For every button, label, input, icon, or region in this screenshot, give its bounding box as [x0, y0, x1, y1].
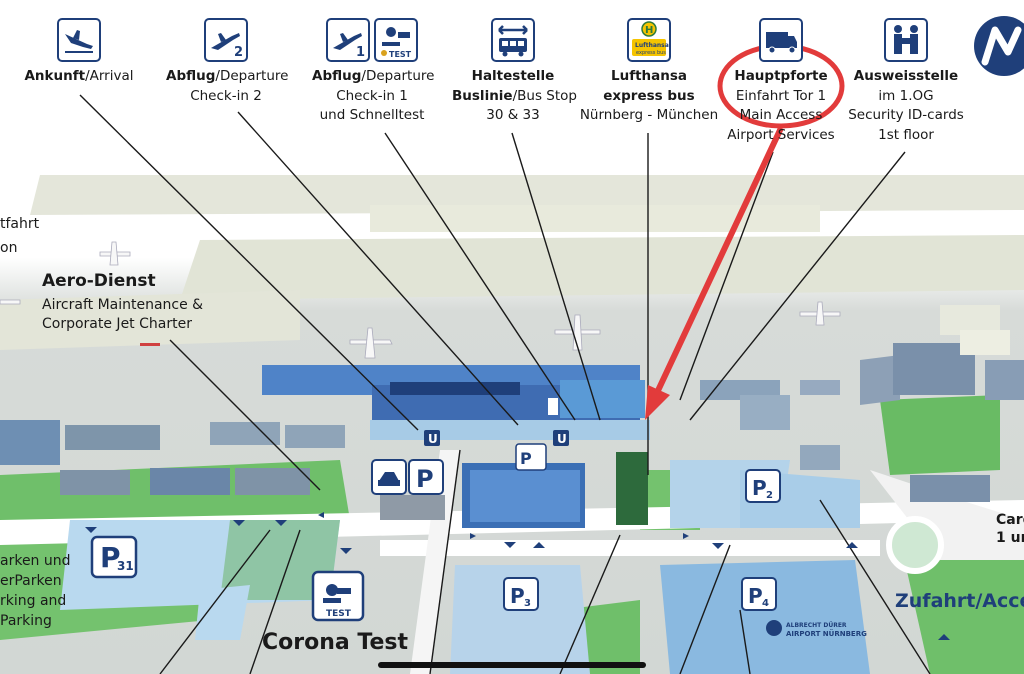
left-cut-line-1: tfahrt — [0, 216, 40, 232]
departure-2-icon: 2 — [204, 18, 248, 62]
id-card-office-icon — [884, 18, 928, 62]
aero-dienst-title: Aero-Dienst — [42, 271, 156, 291]
legend-main-access-line-3: Airport Services — [727, 126, 835, 143]
express-bus-icon-label: express bus — [636, 50, 666, 56]
p-car-rental-letter: P — [416, 465, 434, 493]
legend-main-access-bold: Hauptpforte — [734, 68, 828, 84]
airport-logo-line-1: ALBRECHT DÜRER — [786, 622, 847, 629]
left-cut-label: tfahrt on — [0, 214, 39, 258]
legend-arrival-rest: /Arrival — [85, 68, 134, 84]
corona-test-label: Corona Test — [262, 630, 409, 655]
legend-bus-stop-line: 30 & 33 — [486, 107, 540, 123]
cargo-label: Carg 1 un — [996, 512, 1024, 546]
airport-logo-line-2: AIRPORT NÜRNBERG — [786, 629, 867, 638]
p4-letter: P — [748, 584, 763, 608]
p-small-letter: P — [520, 449, 532, 468]
parken-line-1: arken und — [0, 553, 71, 569]
legend-id-office-line-1: im 1.OG — [878, 87, 934, 104]
parken-line-4: Parking — [0, 613, 52, 629]
legend-arrival-bold: Ankunft — [24, 68, 86, 84]
home-indicator[interactable] — [378, 662, 646, 668]
legend-bus-stop: Haltestelle Buslinie/Bus Stop 30 & 33 — [452, 18, 577, 126]
legend-arrival: Ankunft/Arrival — [24, 18, 134, 87]
p31-letter: P — [100, 541, 121, 574]
p31-number: 31 — [117, 559, 134, 573]
legend-departure-1-rest: /Departure — [361, 68, 435, 84]
departure-2-number: 2 — [234, 45, 243, 60]
left-cut-line-2: on — [0, 240, 18, 256]
legend-lufthansa-bold-1: Lufthansa — [610, 68, 688, 84]
parken-label: arken und erParken rking and Parking — [0, 551, 71, 631]
legend-lufthansa-line: Nürnberg - München — [579, 107, 719, 123]
aero-dienst-subtitle: Aircraft Maintenance & Corporate Jet Cha… — [42, 296, 203, 334]
legend-bus-stop-bold-1: Haltestelle — [471, 68, 555, 84]
legend-bus-stop-rest: /Bus Stop — [512, 87, 577, 104]
corona-test-sign: TEST — [311, 570, 365, 622]
cargo-line-1: Carg — [996, 512, 1024, 528]
legend-id-office: Ausweisstelle im 1.OG Security ID-cards … — [846, 18, 966, 145]
rapid-test-icon: TEST — [374, 18, 418, 62]
legend-lufthansa-bus: H Lufthansa express bus Lufthansa expres… — [579, 18, 719, 126]
leader-lines — [79, 94, 931, 674]
bus-h-letter: H — [645, 25, 653, 36]
legend-main-access: Hauptpforte Einfahrt Tor 1 Main Access A… — [723, 18, 839, 145]
planes — [0, 241, 841, 359]
departure-1-icon: 1 — [326, 18, 370, 62]
other-buildings — [0, 305, 1024, 520]
legend-departure-2-rest: /Departure — [215, 68, 289, 84]
corona-test-word: TEST — [326, 609, 352, 619]
ubahn-signs: U U — [424, 430, 569, 446]
legend-departure-1-bold: Abflug — [312, 68, 362, 84]
legend-main-access-line-2: Main Access — [739, 107, 823, 123]
rapid-test-word: TEST — [389, 50, 412, 59]
legend-lufthansa-bold-2: express bus — [603, 87, 695, 104]
lufthansa-bus-icon: H Lufthansa express bus — [627, 18, 671, 62]
access-road-label: Zufahrt/Acce — [895, 590, 1024, 612]
lufthansa-icon-label: Lufthansa — [635, 42, 669, 49]
legend-main-access-line-1: Einfahrt Tor 1 — [735, 87, 827, 104]
arrival-plane-icon — [57, 18, 101, 62]
p3-number: 3 — [524, 598, 531, 609]
runways — [0, 175, 1024, 350]
p4-number: 4 — [762, 598, 769, 609]
highlight-arrow-line — [652, 126, 784, 399]
legend-bus-stop-bold-2: Buslinie — [452, 87, 513, 104]
cargo-line-2: 1 un — [996, 530, 1024, 546]
legend-departure-2-line: Check-in 2 — [190, 87, 262, 104]
direction-arrows — [85, 512, 950, 640]
bus-stop-icon — [491, 18, 535, 62]
legend-departure-1: 1 TEST Abflug/Departure Check-in 1 und S… — [312, 18, 435, 126]
nuremberg-brand-logo — [974, 16, 1024, 76]
legend-departure-1-line-1: Check-in 1 — [336, 87, 408, 104]
parken-line-2: erParken — [0, 573, 62, 589]
red-plane-marker — [140, 343, 160, 346]
p2-letter: P — [752, 476, 767, 500]
roundabout — [886, 516, 944, 574]
aero-dienst-line-1: Aircraft Maintenance & — [42, 297, 204, 313]
p2-number: 2 — [766, 490, 773, 501]
departure-1-number: 1 — [356, 45, 365, 60]
aero-dienst-line-2: Corporate Jet Charter — [42, 316, 192, 332]
ubahn-u-2: U — [557, 432, 567, 446]
truck-icon — [759, 18, 803, 62]
legend-id-office-line-3: 1st floor — [878, 126, 934, 143]
legend-departure-2: 2 Abflug/Departure Check-in 2 — [166, 18, 289, 106]
airport-logo: ALBRECHT DÜRER AIRPORT NÜRNBERG — [766, 620, 867, 638]
highlight-arrowhead — [645, 385, 670, 420]
p3-letter: P — [510, 584, 525, 608]
ubahn-u-1: U — [428, 432, 438, 446]
legend-departure-2-bold: Abflug — [166, 68, 216, 84]
parken-line-3: rking and — [0, 593, 67, 609]
legend-departure-1-line-2: und Schnelltest — [319, 107, 425, 123]
parking-signs: P 31 P 2 P 3 P 4 P P — [90, 443, 781, 611]
legend-id-office-bold: Ausweisstelle — [853, 68, 959, 84]
legend-id-office-line-2: Security ID-cards — [848, 107, 964, 123]
